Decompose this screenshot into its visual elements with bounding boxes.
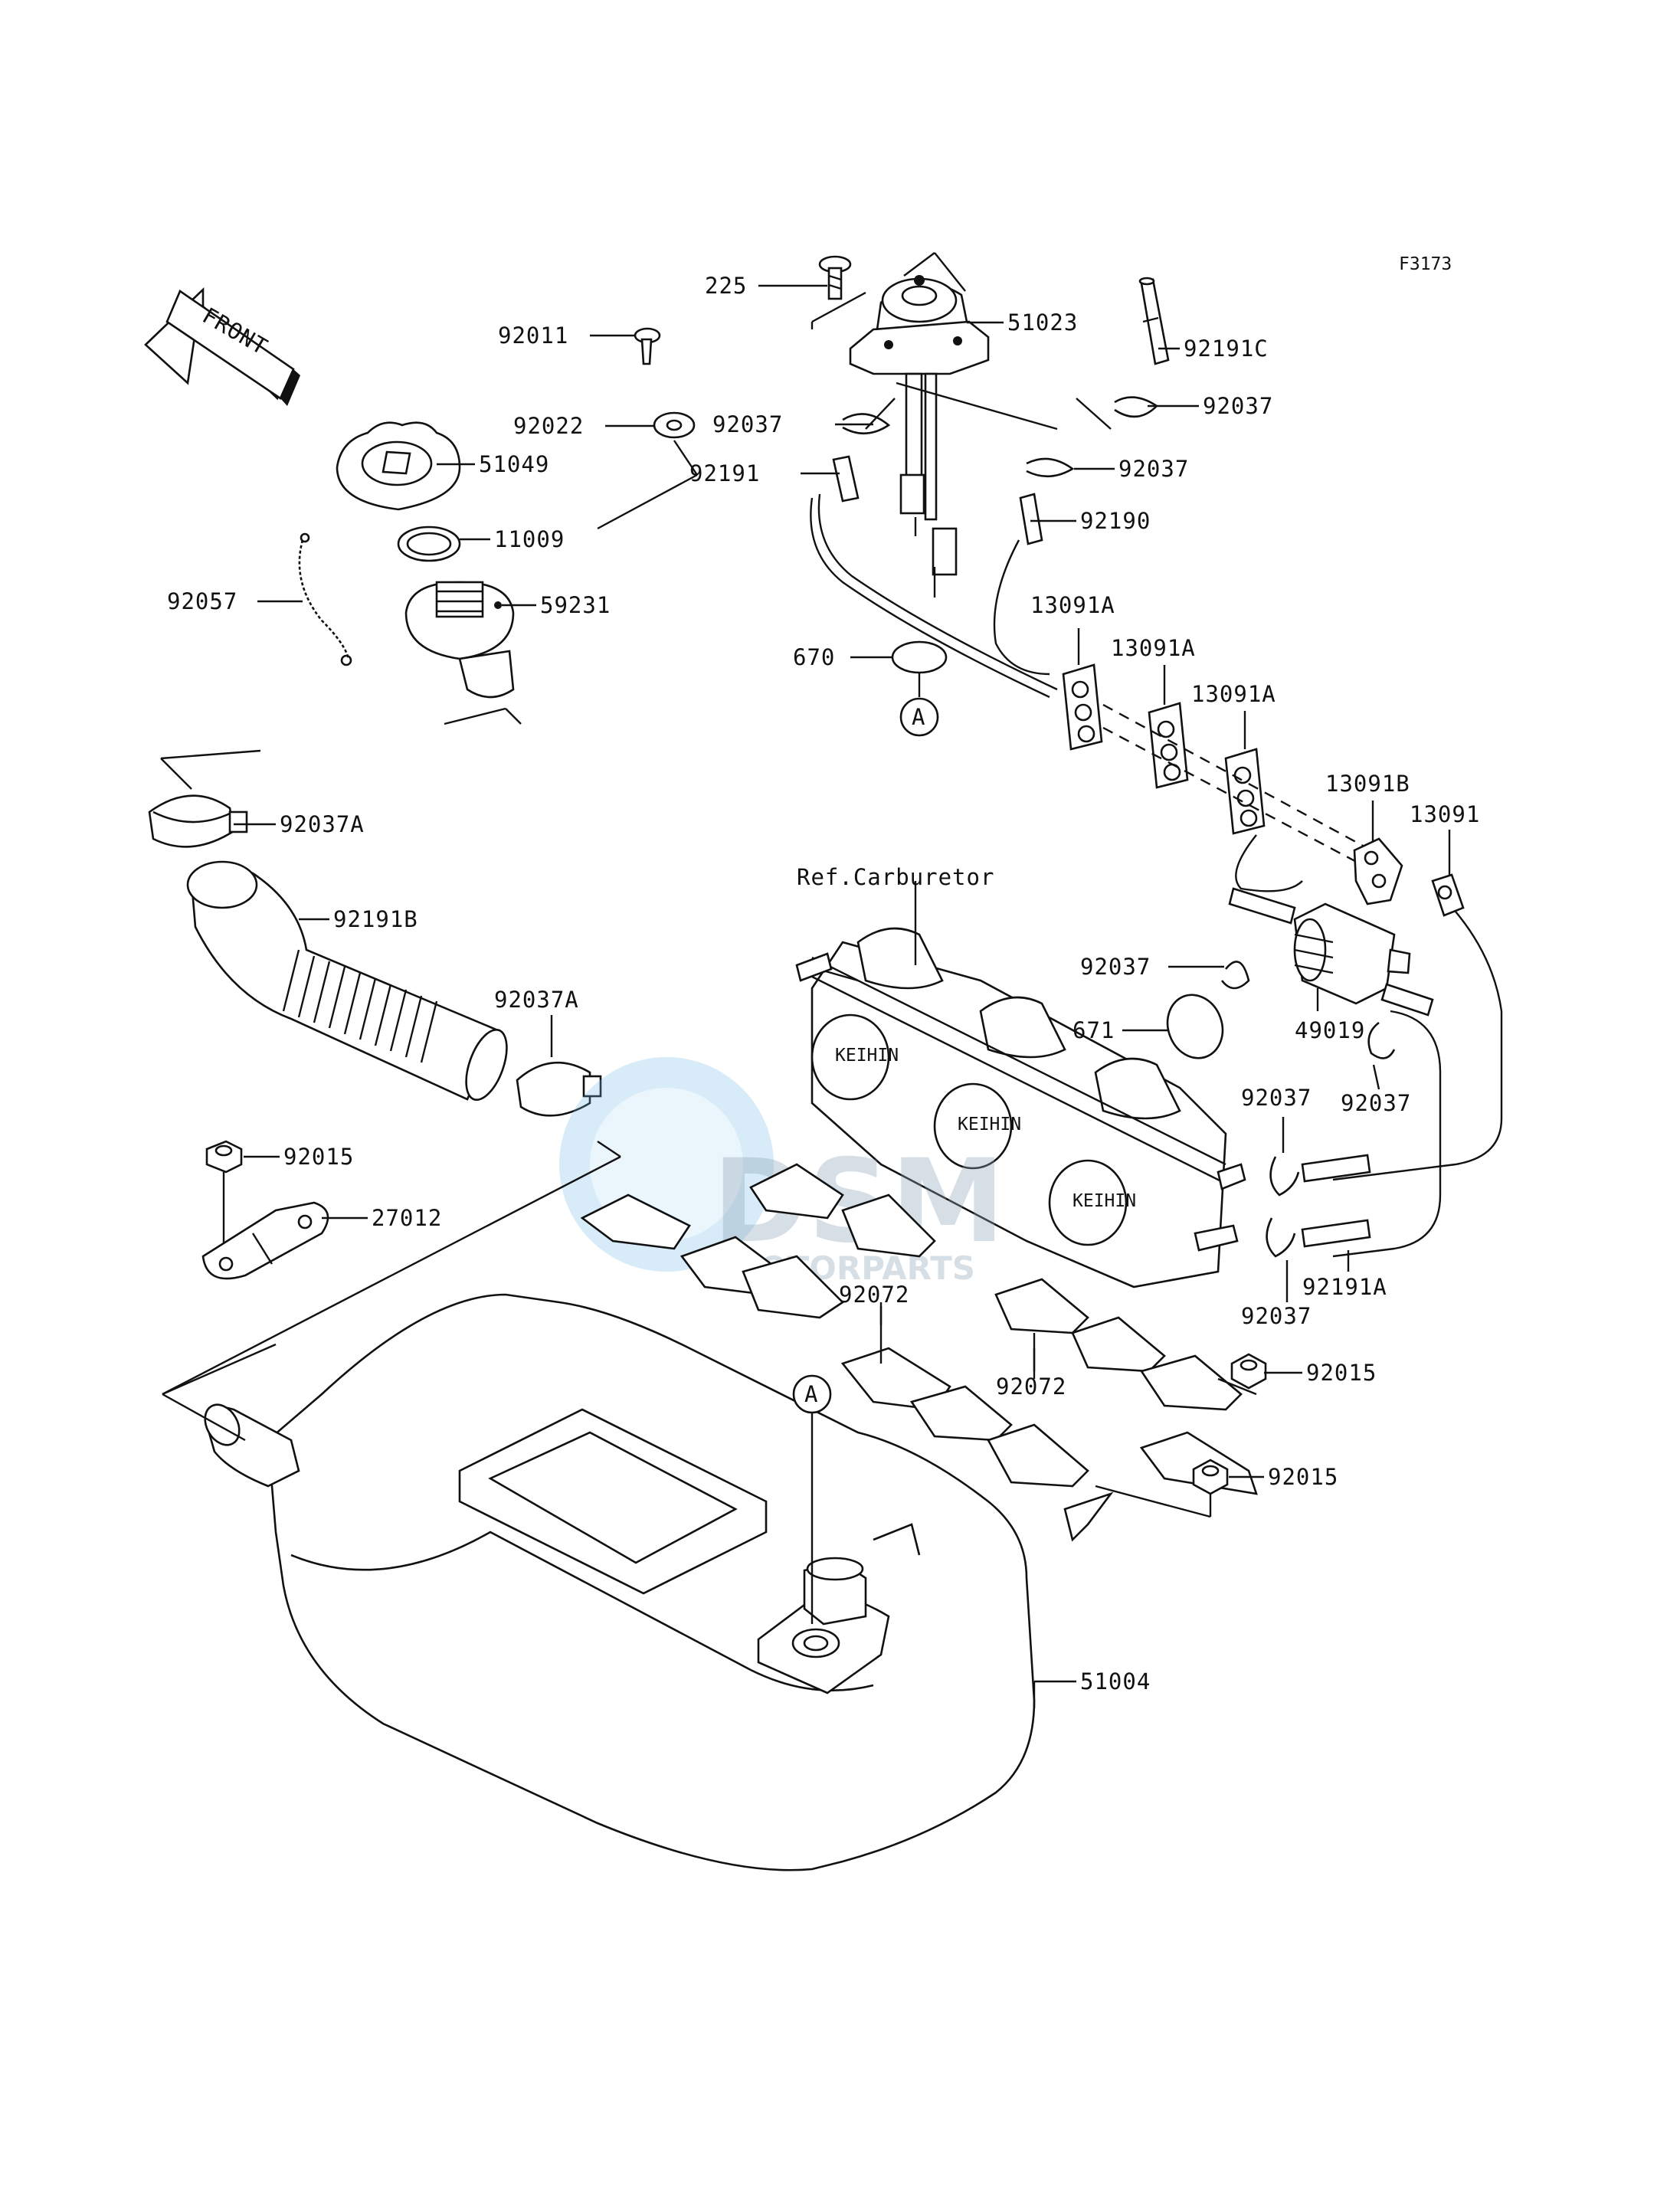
label-92037-r3: 92037 (1241, 1085, 1312, 1111)
label-92015-bottom: 92015 (1268, 1464, 1338, 1490)
hose-92191a-2 (1301, 1219, 1371, 1248)
hose-92191 (810, 455, 1058, 699)
callout-a-top: A (899, 673, 939, 737)
tether-92057 (298, 539, 350, 660)
label-92191a: 92191A (1302, 1274, 1387, 1300)
hose-clamp-92037a-top (148, 794, 248, 848)
hose-short-2 (1380, 983, 1434, 1017)
label-92037-r4: 92037 (1241, 1303, 1312, 1329)
label-92037-r1: 92037 (1080, 954, 1151, 980)
hose-92190 (993, 493, 1050, 676)
label-225: 225 (705, 273, 747, 299)
part-labels: 225 51023 92191C 92037 92037 92037 92191… (167, 273, 1480, 1694)
fuel-tank-51004 (204, 1293, 1036, 1871)
label-92037-left: 92037 (712, 411, 783, 437)
diagram-code: F3173 (1399, 254, 1452, 274)
filler-hose-92191b (186, 860, 508, 1102)
svg-text:A: A (804, 1381, 818, 1407)
carburetor-assembly: KEIHIN KEIHIN KEIHIN (795, 927, 1246, 1288)
hose-clamp-92037a-bottom (516, 1061, 602, 1117)
front-arrow-icon: FRONT (144, 286, 300, 406)
label-59231: 59231 (540, 592, 611, 618)
label-92011: 92011 (498, 323, 568, 349)
label-670: 670 (793, 644, 835, 670)
label-92191: 92191 (689, 460, 760, 486)
label-92037-top: 92037 (1203, 393, 1273, 419)
clamp-92037-r1 (1220, 961, 1250, 990)
label-51049: 51049 (479, 451, 549, 477)
bolt-225 (811, 255, 866, 329)
label-671: 671 (1073, 1017, 1115, 1043)
bracket-27012 (201, 1201, 329, 1280)
clamp-92037-r4 (1266, 1217, 1296, 1258)
hose-holder-13091a-2 (1148, 702, 1189, 789)
nut-92015-mid (1230, 1353, 1267, 1390)
label-92072-a: 92072 (839, 1282, 909, 1308)
washer-92022 (653, 411, 696, 439)
leader-lines (234, 284, 1451, 1708)
callout-a-bottom: A (792, 1374, 832, 1624)
screw-92011 (634, 327, 661, 365)
label-49019: 49019 (1295, 1017, 1365, 1043)
fuel-filter-49019 (1293, 902, 1411, 1005)
label-27012: 27012 (372, 1205, 442, 1231)
label-92037a-bottom: 92037A (494, 987, 579, 1013)
label-92072-b: 92072 (996, 1374, 1066, 1400)
fuel-pump-unit (849, 252, 1058, 598)
label-13091a-2: 13091A (1111, 635, 1196, 661)
label-ref-carburetor: Ref.Carburetor (797, 864, 994, 890)
clamp-92037-left (842, 413, 891, 435)
label-92037-r2: 92037 (1341, 1090, 1411, 1116)
label-92037a-top: 92037A (280, 811, 365, 837)
hose-holder-13091a-1 (1062, 663, 1103, 751)
clamp-92037-top (1114, 396, 1159, 418)
nut-92015-bottom (1192, 1459, 1229, 1495)
clamp-92037-mid (1026, 457, 1075, 478)
svg-text:KEIHIN: KEIHIN (958, 1115, 1021, 1135)
label-51023: 51023 (1007, 309, 1078, 336)
o-ring-671 (1166, 994, 1224, 1059)
hose-92191a-1 (1301, 1154, 1371, 1183)
svg-text:KEIHIN: KEIHIN (835, 1046, 899, 1066)
nut-92015-left (205, 1140, 243, 1174)
hose-holder-13091b (1353, 837, 1403, 905)
label-13091: 13091 (1410, 801, 1480, 827)
label-11009: 11009 (494, 526, 565, 552)
clamp-92037-r3 (1269, 1156, 1300, 1197)
label-92015-left: 92015 (283, 1144, 354, 1170)
hose-holder-13091 (1431, 873, 1465, 917)
label-92191c: 92191C (1184, 336, 1269, 362)
filler-neck-59231 (404, 581, 515, 699)
hose-short-1 (1228, 887, 1296, 925)
label-92191b: 92191B (333, 906, 418, 932)
clamp-92037-r2 (1367, 1021, 1396, 1059)
hose-92191c (1138, 277, 1170, 365)
insulator-strip-92072 (580, 1163, 1258, 1542)
svg-text:A: A (912, 704, 925, 730)
label-13091a-1: 13091A (1030, 592, 1115, 618)
svg-text:KEIHIN: KEIHIN (1073, 1191, 1136, 1211)
label-51004: 51004 (1080, 1668, 1151, 1694)
label-92037-mid: 92037 (1118, 456, 1189, 482)
label-92022: 92022 (513, 413, 584, 439)
label-92190: 92190 (1080, 508, 1151, 534)
label-92057: 92057 (167, 588, 237, 614)
filler-cap-51049 (336, 421, 461, 511)
o-ring-670 (891, 640, 948, 674)
label-13091b: 13091B (1325, 771, 1410, 797)
return-hose (1332, 911, 1503, 1181)
label-92015-mid: 92015 (1306, 1360, 1377, 1386)
hose-holder-13091a-3 (1224, 748, 1266, 835)
label-13091a-3: 13091A (1191, 681, 1276, 707)
